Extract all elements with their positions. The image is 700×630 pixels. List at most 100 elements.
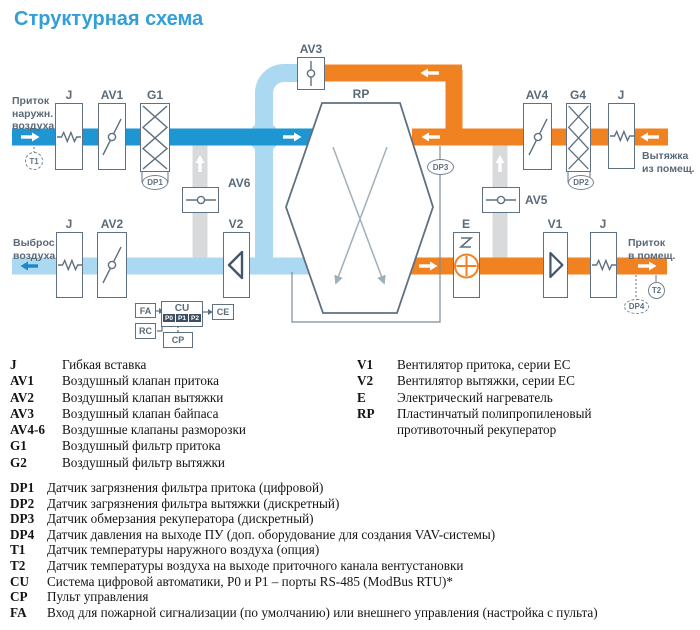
- control-panel-cp: CP: [163, 332, 193, 348]
- legend-term: AV3: [10, 405, 34, 421]
- bypass-damper-av3: [297, 57, 325, 90]
- legend-components: J Гибкая вставка AV1 Воздушный клапан прит…: [10, 357, 246, 471]
- legend-term: DP2: [10, 495, 35, 511]
- legend-row: AV3 Воздушный клапан байпаса: [10, 406, 246, 422]
- sensor-t1: T1: [25, 152, 43, 170]
- legend-term: V1: [357, 357, 374, 372]
- sensor-t2: T2: [648, 282, 665, 299]
- label-av4: AV4: [525, 88, 549, 102]
- legend-desc-line: противоточный рекуператор: [397, 422, 557, 438]
- legend-desc: Пульт управления: [47, 589, 149, 605]
- page-title: Структурная схема: [14, 8, 204, 30]
- damper-icon: [102, 246, 122, 284]
- damper-av4: [523, 103, 552, 170]
- legend-desc: Датчик обмерзания рекуператора (дискретн…: [47, 511, 314, 527]
- legend-desc: Гибкая вставка: [62, 357, 147, 372]
- legend-desc: Система цифровой автоматики, P0 и P1 – п…: [47, 573, 453, 589]
- label-av6: AV6: [228, 176, 251, 190]
- legend-sensors: DP1 Датчик загрязнения фильтра притока (ц…: [10, 480, 598, 620]
- cu-label: CU: [174, 303, 190, 314]
- legend-term: E: [357, 389, 366, 405]
- legend-row: DP1 Датчик загрязнения фильтра притока (ц…: [10, 480, 598, 496]
- label-j-discharge: J: [65, 217, 73, 231]
- legend-row: AV1 Воздушный клапан притока: [10, 373, 246, 389]
- legend-term: DP1: [10, 480, 35, 495]
- flow-label-line: воздуха: [13, 249, 56, 262]
- flow-label-supply-room: Приток в помещ.: [628, 237, 675, 262]
- legend-desc: Вентилятор притока, серии EC: [397, 357, 571, 372]
- legend-term: T1: [10, 542, 26, 558]
- legend-term: T2: [10, 557, 26, 573]
- flow-label-discharge: Выброс воздуха: [13, 237, 55, 262]
- label-j-supply-outlet: J: [599, 217, 607, 231]
- legend-term: AV4-6: [10, 422, 45, 438]
- flow-label-extract: Вытяжка из помещ.: [642, 150, 695, 175]
- flow-label-line: Вытяжка: [642, 150, 689, 162]
- damper-icon: [185, 195, 216, 205]
- damper-icon: [102, 118, 122, 155]
- legend-desc: Воздушный клапан вытяжки: [62, 389, 224, 405]
- filter-icon: [567, 105, 590, 170]
- legend-row: V1 Вентилятор притока, серии EC: [357, 357, 592, 373]
- label-g1: G1: [146, 88, 164, 102]
- control-links: [156, 308, 213, 332]
- legend-desc: Датчик давления на выходе ПУ (доп. обору…: [47, 526, 496, 542]
- flow-label-line: воздуха: [12, 120, 55, 132]
- damper-icon: [306, 61, 316, 86]
- fan-left-icon: [227, 250, 244, 280]
- label-av1: AV1: [100, 88, 124, 102]
- flex-insert-j-extract-inlet: [608, 103, 635, 169]
- flex-insert-j-supply-outlet: [590, 232, 617, 298]
- legend-term: J: [10, 357, 17, 372]
- legend-term: DP4: [10, 526, 35, 542]
- flow-arrows: [20, 68, 659, 271]
- schematic-canvas: [12, 64, 668, 332]
- flow-label-line: из помещ.: [642, 162, 695, 175]
- legend-term: CP: [10, 589, 28, 605]
- spring-icon: [591, 258, 616, 272]
- spring-icon: [57, 130, 81, 143]
- legend-desc-line: Пластинчатый полипропиленовый: [397, 405, 592, 421]
- legend-desc: Датчик загрязнения фильтра притока (цифр…: [47, 480, 324, 495]
- label-v1: V1: [547, 217, 563, 231]
- legend-desc: Воздушный фильтр притока: [62, 438, 221, 454]
- legend-desc: Воздушный клапан притока: [62, 373, 219, 389]
- legend-row: T2 Датчик температуры воздуха на выходе п…: [10, 558, 598, 574]
- sensor-dp4: DP4: [624, 299, 649, 314]
- flow-label-line: наружн.: [12, 107, 54, 120]
- label-j-supply-inlet: J: [65, 88, 73, 102]
- label-av2: AV2: [100, 217, 124, 231]
- legend-desc: Датчик температуры воздуха на выходе при…: [47, 557, 464, 573]
- legend-desc: Воздушный клапан байпаса: [62, 405, 219, 421]
- damper-av2: [97, 232, 127, 298]
- legend-term: AV1: [10, 373, 34, 389]
- label-v2: V2: [228, 217, 244, 231]
- legend-desc: Пластинчатый полипропиленовый противоточ…: [397, 406, 592, 439]
- filter-g1: [140, 103, 170, 172]
- legend-desc: Вход для пожарной сигнализации (по умолч…: [47, 604, 598, 620]
- cu-ports: P0 P1 P2: [163, 314, 201, 322]
- recuperator-cross-arrows: [332, 146, 388, 285]
- legend-desc: Вентилятор вытяжки, серии EC: [397, 373, 575, 389]
- electric-heater-e: [453, 232, 480, 298]
- remote-input-rc: RC: [135, 323, 156, 339]
- flex-insert-j-discharge: [56, 232, 83, 298]
- dp3-loop-line: [291, 146, 441, 323]
- legend-desc: Воздушный фильтр вытяжки: [62, 454, 225, 470]
- exhaust-fan-v2: [223, 232, 250, 298]
- legend-row: DP4 Датчик давления на выходе ПУ (доп. об…: [10, 527, 598, 543]
- flow-label-line: Приток: [628, 237, 666, 249]
- legend-row: CP Пульт управления: [10, 589, 598, 605]
- legend-term: RP: [357, 405, 375, 421]
- port-p2: P2: [189, 314, 201, 322]
- legend-row: J Гибкая вставка: [10, 357, 246, 373]
